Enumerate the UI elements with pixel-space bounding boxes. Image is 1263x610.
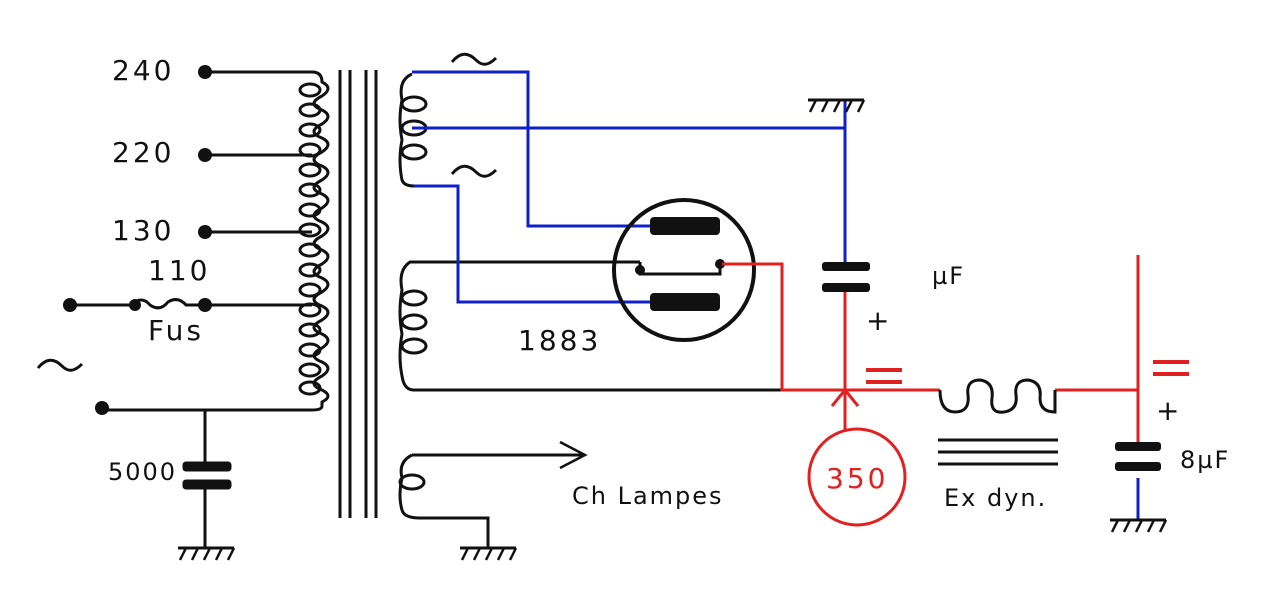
tap-terminals [63, 65, 212, 415]
filter-capacitor [1115, 442, 1161, 471]
blue-wiring [412, 70, 1140, 520]
primary-winding [70, 70, 330, 412]
field-coil [938, 378, 1058, 466]
ground-symbol-top [806, 98, 866, 114]
reservoir-capacitor [822, 262, 870, 292]
rectifier-tube [612, 198, 756, 342]
tilde-symbol-mid [450, 164, 498, 178]
ht-winding [398, 260, 782, 392]
tap-label-130: 130 [112, 214, 174, 247]
tilde-symbol-top [450, 52, 498, 66]
ground-symbol-mains [176, 546, 236, 562]
tap-label-240: 240 [112, 54, 174, 87]
mains-capacitor [182, 410, 232, 548]
filter-capacitor-label: 8µF [1180, 446, 1230, 474]
ground-symbol-lamps [458, 546, 518, 562]
lamp-heater-winding [398, 440, 588, 548]
tap-label-110: 110 [148, 254, 210, 287]
lamp-heater-label: Ch Lampes [572, 482, 724, 510]
voltage-label: 350 [826, 462, 888, 495]
field-coil-label: Ex dyn. [944, 484, 1047, 512]
reservoir-capacitor-label: µF [932, 262, 965, 290]
voltage-marker [807, 427, 907, 527]
tilde-symbol-mains [36, 358, 84, 372]
filter-plus: + [1156, 394, 1182, 427]
dc-marker-right [1153, 360, 1189, 376]
fuse-label: Fus [148, 314, 204, 347]
reservoir-plus: + [866, 304, 892, 337]
tap-label-220: 220 [112, 136, 174, 169]
tube-label: 1883 [518, 324, 601, 357]
mains-capacitor-label: 5000 [108, 458, 177, 486]
heater-winding-top [398, 72, 428, 188]
ground-symbol-filter [1108, 518, 1168, 534]
red-ht-wiring [722, 255, 1140, 442]
transformer-core [338, 70, 378, 518]
dc-marker-left [866, 368, 902, 384]
